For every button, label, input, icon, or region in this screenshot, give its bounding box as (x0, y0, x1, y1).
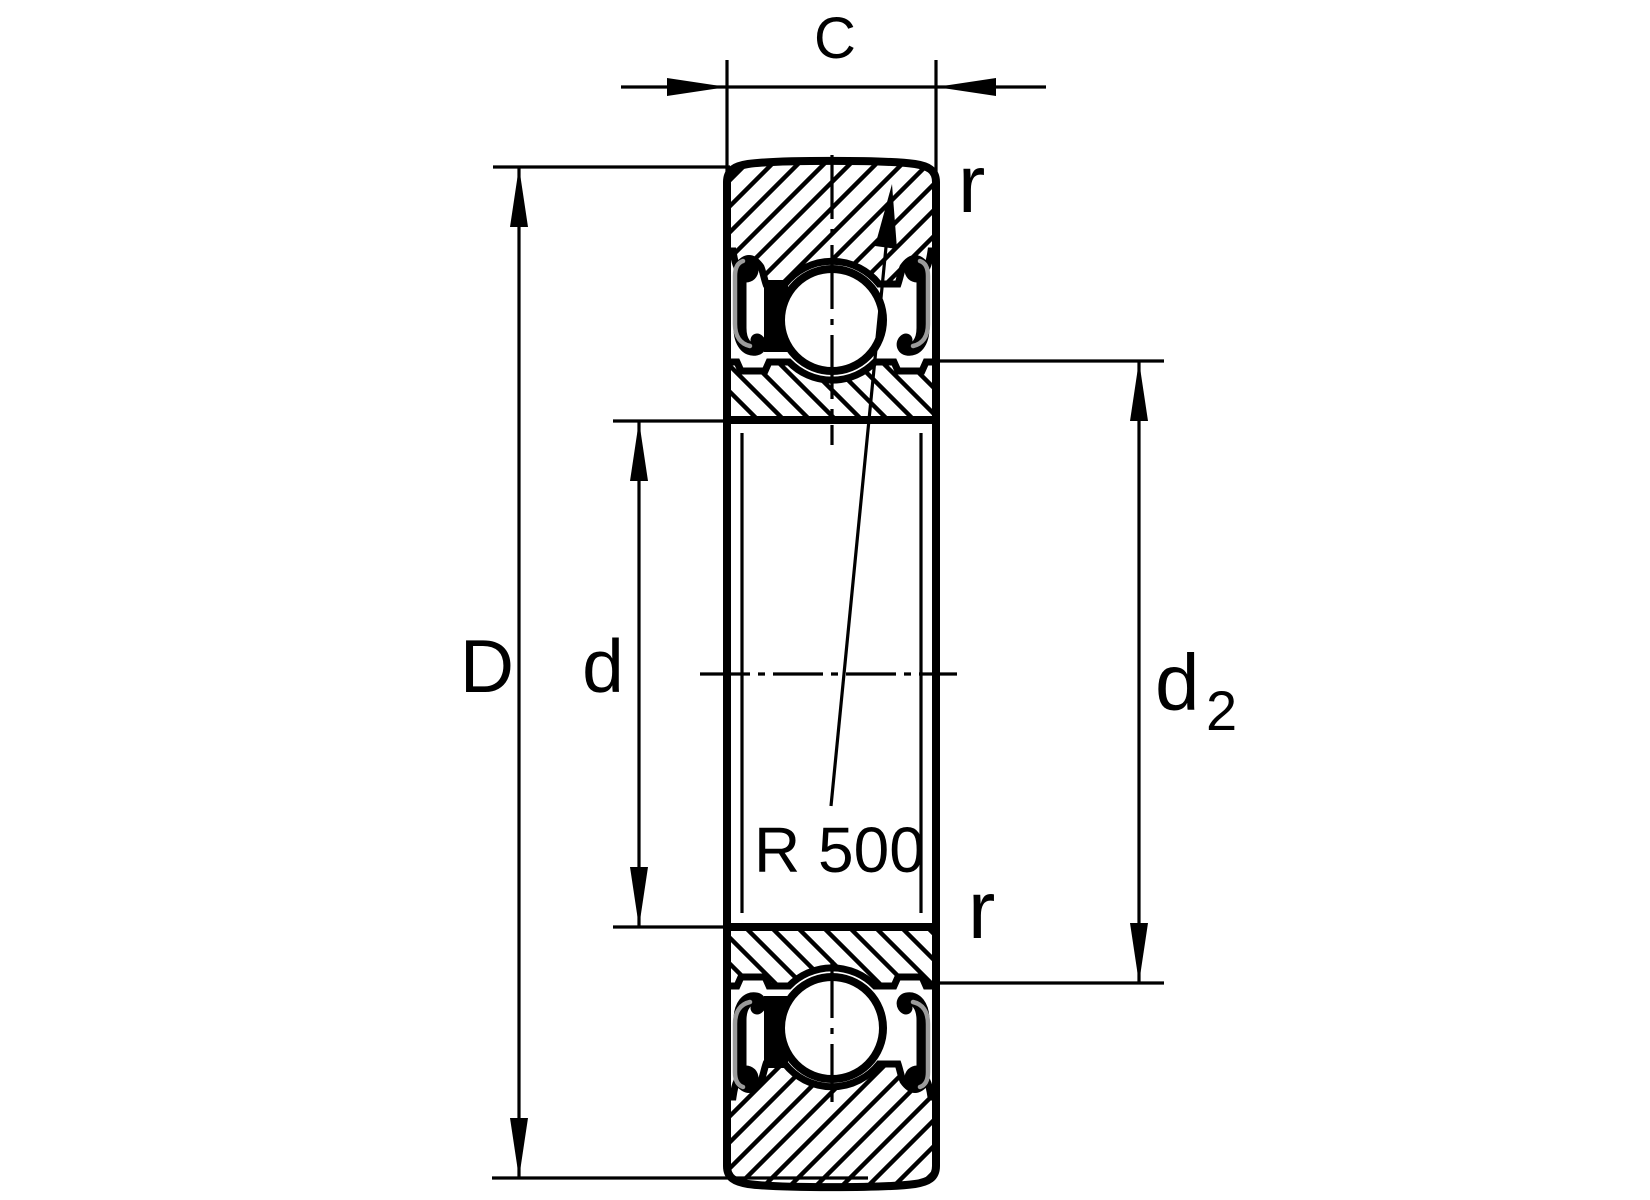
dimension-outer-diameter-d: D (460, 165, 868, 1180)
dimension-shoulder-diameter-d2: d 2 (940, 359, 1237, 985)
dimensions: C D d d 2 (460, 6, 1237, 1180)
label-shoulder-diameter-d2: d (1155, 638, 1200, 727)
centerlines (700, 155, 957, 1108)
label-shoulder-diameter-d2-sub: 2 (1206, 679, 1237, 742)
label-width-c: C (814, 6, 856, 71)
label-corner-radius-bottom: r (968, 865, 995, 956)
outer-ring-bottom-section (723, 1060, 940, 1191)
dimension-width-c: C (621, 6, 1046, 180)
dimension-bore-diameter-d: d (582, 419, 727, 929)
bearing-body (700, 155, 957, 1192)
label-bore-diameter-d: d (582, 624, 624, 708)
crown-radius-callout: R 500 (754, 184, 925, 886)
outer-ring-top-section (723, 157, 940, 288)
label-corner-radius-top: r (958, 139, 985, 230)
label-crown-radius: R 500 (754, 814, 925, 886)
inner-ring-bottom-section (723, 923, 940, 990)
label-outer-diameter-d: D (460, 624, 514, 708)
